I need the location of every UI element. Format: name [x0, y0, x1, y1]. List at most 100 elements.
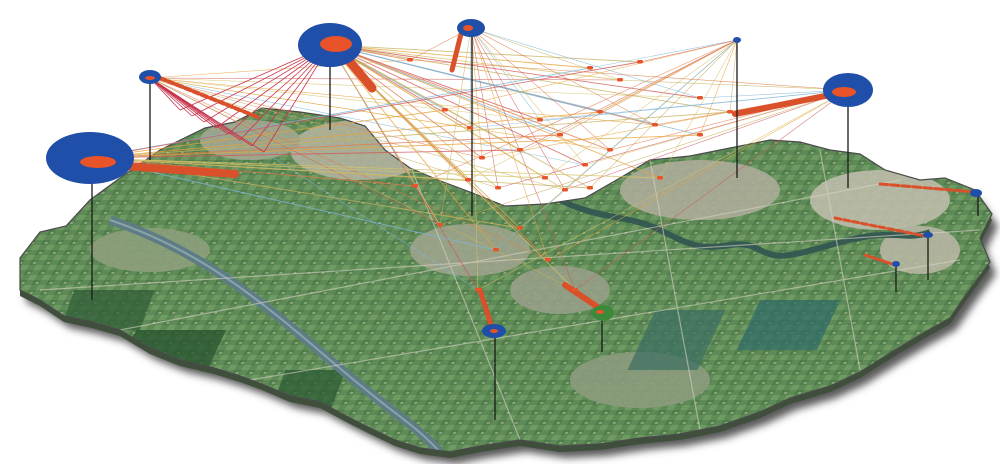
roads — [39, 139, 981, 441]
point-marker — [407, 58, 413, 62]
connection-line — [329, 44, 586, 166]
connection-line — [89, 149, 521, 159]
point-marker — [557, 133, 563, 137]
trail-hub-nw — [158, 76, 262, 120]
connection-line — [329, 44, 701, 136]
connection-line — [329, 44, 701, 99]
point-marker — [582, 163, 588, 167]
connection-line — [699, 39, 738, 136]
connection-line — [589, 39, 738, 69]
connection-line — [539, 89, 849, 121]
connection-line — [439, 89, 849, 226]
connection-line — [519, 39, 738, 151]
hub-east[interactable] — [823, 73, 873, 107]
connection-line — [89, 109, 446, 159]
point-marker — [545, 258, 551, 262]
point-marker — [637, 60, 643, 64]
connection-line — [149, 77, 576, 291]
point-markers — [407, 58, 733, 292]
connection-line — [564, 89, 849, 191]
point-marker — [467, 126, 473, 130]
trail-east-lower — [863, 253, 897, 267]
hub-east-small[interactable] — [892, 261, 900, 267]
connection-line — [544, 39, 738, 179]
connection-line — [329, 44, 441, 226]
connection-line — [470, 27, 483, 159]
trail-east-far — [878, 182, 977, 194]
point-marker — [652, 123, 658, 127]
trail-hub-east — [732, 92, 833, 117]
point-marker — [697, 96, 703, 100]
connection-line — [470, 27, 541, 121]
connection-line — [729, 39, 738, 113]
hub-top-left[interactable] — [298, 23, 362, 67]
trail-east-mid — [833, 216, 927, 238]
connection-line — [470, 27, 576, 291]
river — [558, 197, 932, 259]
connection-line — [149, 59, 411, 79]
connection-line — [470, 27, 499, 189]
hub-east-mid[interactable] — [923, 232, 933, 238]
point-marker — [597, 110, 603, 114]
connection-line — [414, 39, 738, 187]
connection-line — [659, 39, 738, 179]
point-marker — [465, 178, 471, 182]
hub-south[interactable] — [482, 324, 506, 338]
connection-line — [599, 39, 738, 113]
connection-line — [89, 134, 561, 159]
connection-line — [469, 27, 472, 129]
trail-hub-top-center — [449, 27, 465, 73]
hub-discs — [46, 19, 982, 338]
point-marker — [475, 288, 481, 292]
point-marker — [442, 108, 448, 112]
connection-line — [470, 27, 656, 126]
connection-line — [89, 61, 641, 159]
connection-line — [149, 77, 265, 153]
connection-line — [149, 77, 181, 111]
connection-line — [470, 27, 701, 99]
point-marker — [607, 148, 613, 152]
connection-line — [89, 157, 416, 187]
hub-northeast[interactable] — [733, 37, 741, 43]
connection-line — [329, 44, 661, 179]
connection-line — [439, 27, 472, 226]
trail-center-south — [477, 287, 495, 331]
point-marker — [617, 78, 623, 82]
connection-line — [470, 27, 549, 261]
connection-line — [149, 77, 701, 99]
connection-line — [470, 27, 621, 81]
point-marker — [517, 148, 523, 152]
hub-southeast[interactable] — [592, 305, 614, 321]
point-marker — [437, 223, 443, 227]
connection-line — [329, 44, 641, 63]
hub-stems — [91, 34, 979, 420]
hub-top-center[interactable] — [457, 19, 485, 37]
point-marker — [517, 226, 523, 230]
point-marker — [657, 176, 663, 180]
connection-line — [89, 157, 546, 179]
connection-line — [89, 157, 497, 251]
connection-line — [89, 157, 591, 189]
point-marker — [562, 188, 568, 192]
hub-nw[interactable] — [139, 70, 161, 84]
point-marker — [537, 118, 543, 122]
connection-line — [470, 27, 566, 191]
connection-line — [149, 77, 483, 159]
point-marker — [495, 186, 501, 190]
point-marker — [697, 133, 703, 137]
connection-line — [409, 59, 849, 91]
point-marker — [542, 176, 548, 180]
connection-line — [639, 39, 738, 63]
point-marker — [587, 186, 593, 190]
point-marker — [412, 184, 418, 188]
point-marker — [587, 66, 593, 70]
point-marker — [493, 248, 499, 252]
connection-line — [574, 89, 849, 291]
hub-west[interactable] — [46, 132, 134, 184]
connection-line — [89, 157, 661, 179]
connection-line — [329, 44, 591, 69]
connection-line — [329, 44, 541, 121]
hub-far-east[interactable] — [970, 189, 982, 197]
connection-line — [495, 39, 738, 251]
